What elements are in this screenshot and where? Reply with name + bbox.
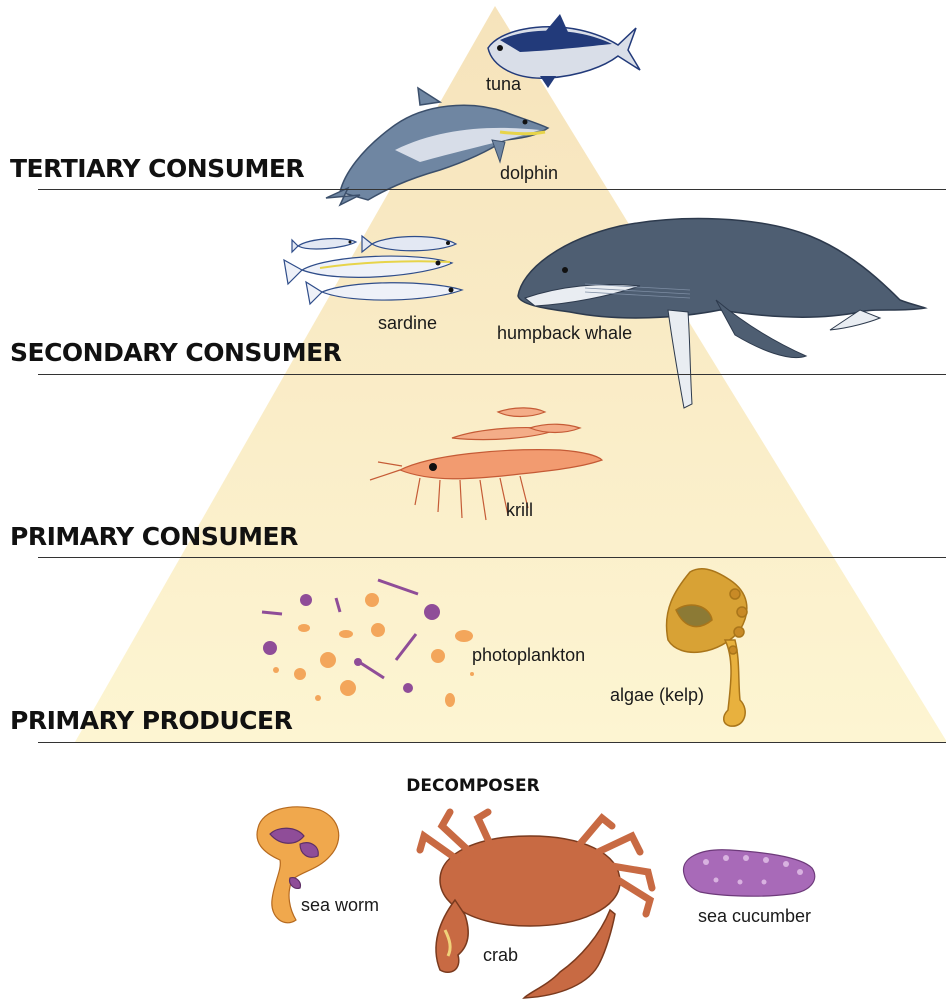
humpback-whale-label: humpback whale [497,323,632,344]
primary-consumer-title: PRIMARY CONSUMER [10,522,298,551]
sardine-label: sardine [378,313,437,334]
tertiary-consumer-title: TERTIARY CONSUMER [10,154,304,183]
secondary-consumer-title: SECONDARY CONSUMER [10,338,341,367]
dolphin-label: dolphin [500,163,558,184]
sea-cucumber-label: sea cucumber [698,906,811,927]
primary-consumer-divider [38,557,946,558]
tuna-label: tuna [486,74,521,95]
tertiary-divider [38,189,946,190]
primary-producer-title: PRIMARY PRODUCER [10,706,292,735]
secondary-divider [38,374,946,375]
crab-illustration [420,812,652,998]
decomposer-title: DECOMPOSER [0,776,946,796]
crab-label: crab [483,945,518,966]
algae-label: algae (kelp) [610,685,704,706]
primary-producer-divider [38,742,946,743]
krill-label: krill [506,500,533,521]
photoplankton-label: photoplankton [472,645,585,666]
sea-worm-label: sea worm [301,895,379,916]
sea-cucumber-illustration [683,850,814,896]
